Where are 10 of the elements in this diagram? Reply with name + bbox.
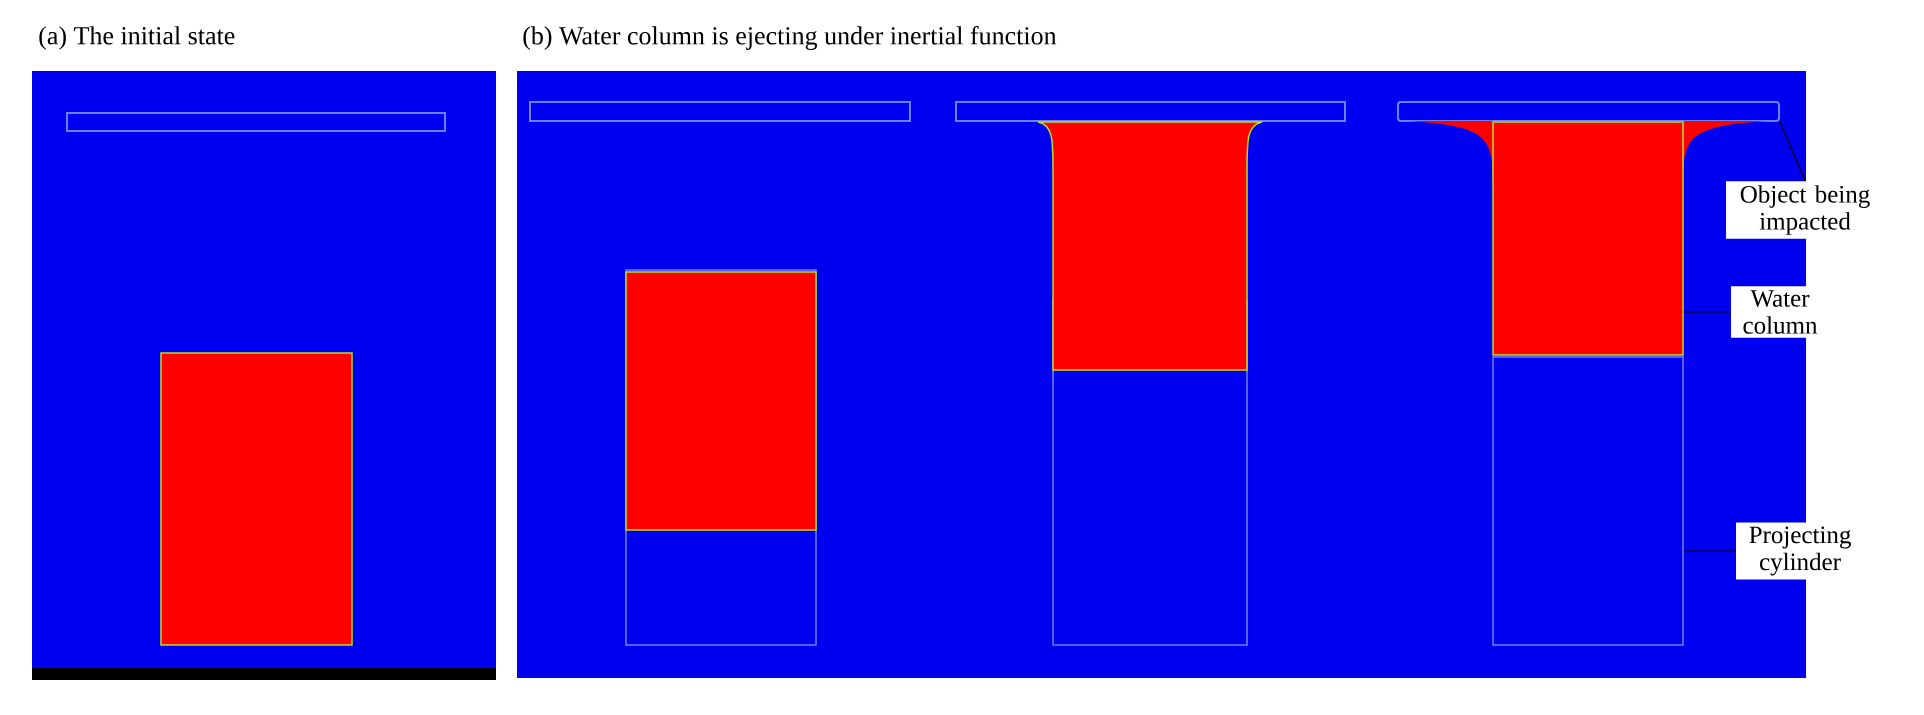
impacted-plate	[1397, 101, 1780, 122]
callout-label: Projecting cylinder	[1736, 522, 1864, 580]
callout-label: Object being impacted	[1726, 181, 1884, 239]
panel-caption: (a) The initial state	[39, 26, 235, 50]
callout-label: Water column	[1731, 286, 1829, 338]
cylinder-outline	[1492, 356, 1684, 646]
panel-caption: (b) Water column is ejecting under inertial function	[523, 26, 1057, 50]
leader-line	[1779, 121, 1806, 182]
leader-line	[1683, 550, 1737, 552]
leader-line	[1683, 311, 1732, 313]
